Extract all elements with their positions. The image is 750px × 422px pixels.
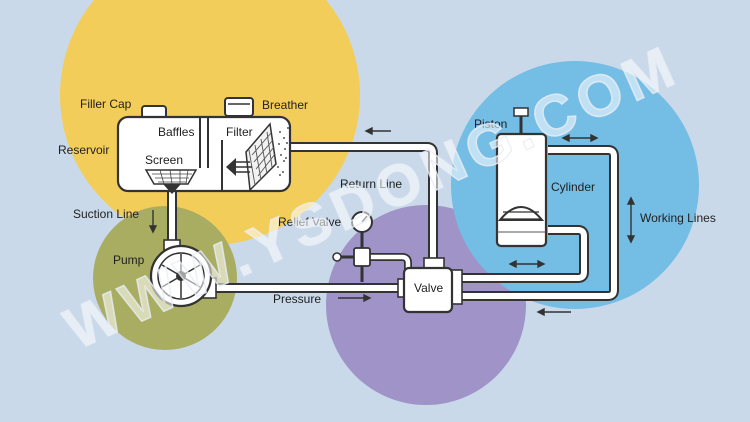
pump-label: Pump — [113, 253, 145, 267]
relief-valve — [332, 211, 373, 282]
working-return-arrow — [536, 307, 571, 317]
filler-cap-label: Filler Cap — [80, 97, 132, 111]
valve-body — [402, 266, 454, 314]
pipes — [167, 142, 619, 301]
suction-flow-arrow — [148, 210, 158, 234]
baffles-label: Baffles — [158, 125, 194, 139]
relief-valve-label: Relief Valve — [278, 215, 341, 229]
pressure-flow-arrow — [338, 293, 372, 303]
screen-element — [144, 169, 198, 194]
working-lines-label: Working Lines — [640, 211, 716, 225]
control-valve — [397, 257, 463, 314]
piston-head — [497, 206, 545, 221]
breather-label: Breather — [262, 98, 308, 112]
filter-stipple — [277, 127, 289, 176]
cylinder-label: Cylinder — [551, 180, 595, 194]
screen-label: Screen — [145, 153, 183, 167]
filter-element — [226, 122, 277, 192]
reservoir-label: Reservoir — [58, 143, 109, 157]
filter-label: Filter — [226, 125, 253, 139]
cylinder-top-arrow — [561, 133, 599, 143]
breather — [224, 97, 254, 117]
piston-label: Piston — [474, 117, 507, 131]
return-flow-arrow — [364, 126, 391, 136]
reservoir-tank — [116, 97, 292, 194]
suction-line-label: Suction Line — [73, 207, 139, 221]
flow-arrows — [148, 126, 636, 317]
pressure-label: Pressure — [273, 292, 321, 306]
pump — [149, 239, 217, 308]
valve-label: Valve — [414, 281, 443, 295]
hydraulic-cylinder — [495, 107, 548, 248]
cylinder-bottom-arrow — [508, 259, 546, 269]
return-line-label: Return Line — [340, 177, 402, 191]
labels: Filler Cap Breather Baffles Filter Reser… — [58, 97, 716, 306]
working-lines-arrow — [626, 196, 636, 244]
